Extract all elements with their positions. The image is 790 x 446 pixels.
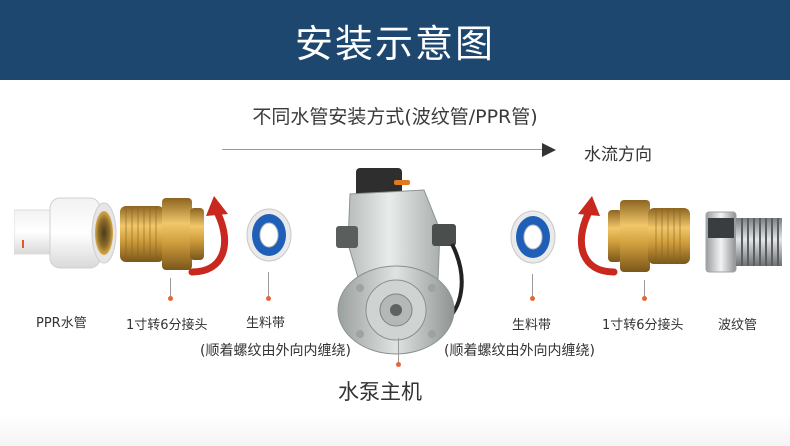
tape-right-marker — [530, 296, 535, 301]
brass-adapter-right-illustration — [608, 200, 690, 272]
adapter-right-leader-line — [644, 280, 645, 298]
tape-left-leader-line — [268, 272, 269, 298]
tape-left-marker — [266, 296, 271, 301]
red-curved-arrow-left-icon — [188, 196, 229, 276]
adapter-right-marker — [642, 296, 647, 301]
pump-leader-line — [398, 338, 399, 364]
tape-right-label: 生料带 — [512, 318, 552, 333]
page-title: 安装示意图 — [294, 21, 495, 66]
corrugated-hose-illustration — [705, 211, 782, 273]
adapter-left-leader-line — [170, 278, 171, 298]
flow-arrow-icon — [542, 143, 556, 157]
adapter-right-label: 1寸转6分接头 — [602, 318, 684, 333]
pump-marker — [396, 362, 401, 367]
tape-left-note: (顺着螺纹由外向内缠绕) — [200, 343, 351, 359]
ppr-pipe-illustration — [14, 197, 117, 269]
brass-adapter-left-illustration — [120, 198, 204, 270]
adapter-left-marker — [168, 296, 173, 301]
hose-label: 波纹管 — [718, 318, 758, 333]
red-curved-arrow-right-icon — [577, 196, 618, 276]
water-pump-illustration — [336, 168, 464, 355]
flow-direction-label: 水流方向 — [584, 145, 652, 165]
tape-roll-right-illustration — [510, 210, 556, 264]
tape-right-leader-line — [532, 274, 533, 298]
bottom-shade — [0, 416, 790, 446]
tape-roll-left-illustration — [246, 208, 292, 262]
flow-direction-line — [222, 149, 544, 150]
pump-label: 水泵主机 — [338, 380, 422, 404]
adapter-left-label: 1寸转6分接头 — [126, 318, 208, 333]
tape-left-label: 生料带 — [246, 316, 286, 331]
tape-right-note: (顺着螺纹由外向内缠绕) — [444, 343, 595, 359]
ppr-pipe-label: PPR水管 — [36, 316, 87, 331]
diagram-subtitle: 不同水管安装方式(波纹管/PPR管) — [252, 106, 538, 128]
header-banner: 安装示意图 — [0, 0, 790, 80]
